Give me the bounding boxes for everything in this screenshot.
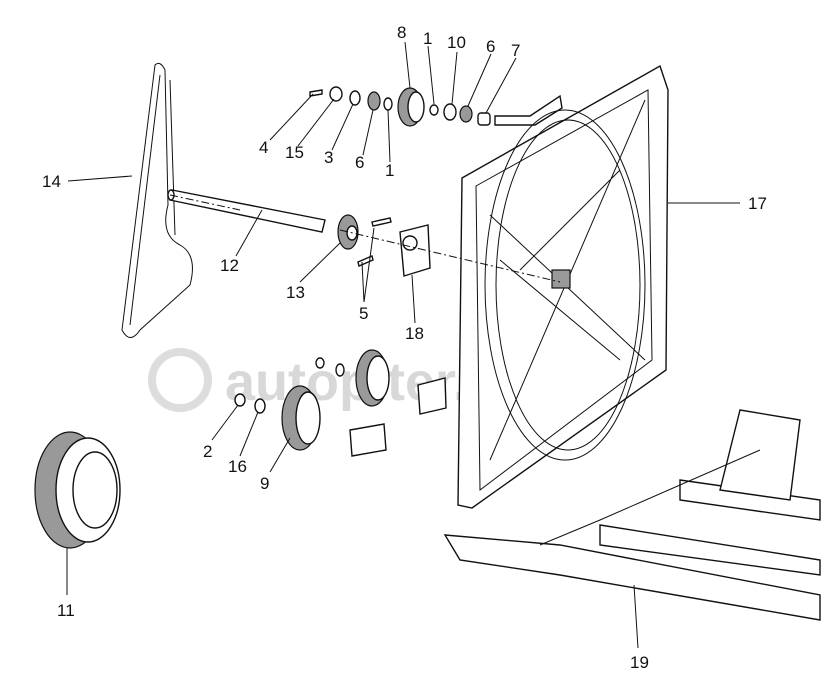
callout-1: 1 (423, 29, 432, 48)
callout-16: 16 (228, 457, 247, 476)
callout-7: 7 (511, 41, 520, 60)
callout-5: 5 (359, 304, 368, 323)
callout-2: 2 (203, 442, 212, 461)
leader-lines (66, 41, 740, 649)
callout-3: 3 (324, 148, 333, 167)
callout-11: 11 (57, 601, 75, 620)
lower-pulley-assembly (234, 349, 447, 457)
callout-19: 19 (630, 653, 649, 672)
callout-12: 12 (220, 256, 239, 275)
callout-15: 15 (285, 143, 304, 162)
callout-4: 4 (259, 138, 268, 157)
callout-8: 8 (397, 23, 406, 42)
callout-13: 13 (286, 283, 305, 302)
belt-part (121, 62, 193, 338)
callout-6: 6 (355, 153, 364, 172)
callout-9: 9 (260, 474, 269, 493)
callout-17: 17 (748, 194, 767, 213)
callout-18: 18 (405, 324, 424, 343)
upper-pulley-assembly (309, 86, 563, 127)
shaft-part (167, 189, 326, 233)
wheel-rim-part (34, 431, 121, 549)
callout-10: 10 (447, 33, 466, 52)
chassis-frame-part (443, 409, 821, 621)
callout-14: 14 (42, 172, 61, 191)
fan-frame-part (457, 64, 669, 509)
callout-6: 6 (486, 37, 495, 56)
callout-1: 1 (385, 161, 394, 180)
